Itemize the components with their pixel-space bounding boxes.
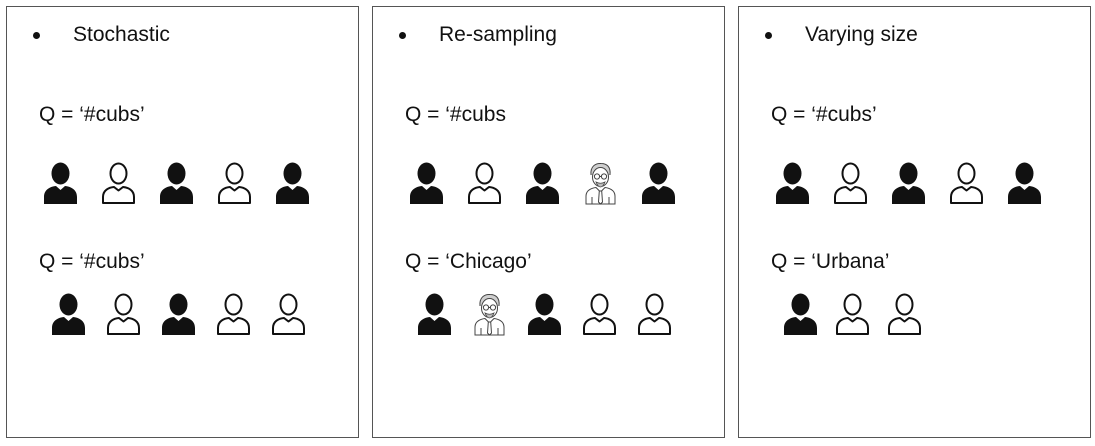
person-outline-icon (270, 292, 307, 336)
bullet-icon (399, 31, 406, 39)
person-filled-icon (524, 161, 561, 205)
query-label: Q = ‘#cubs’ (39, 103, 145, 126)
user-row (416, 292, 691, 336)
person-filled-icon (42, 161, 79, 205)
person-outline-icon (466, 161, 503, 205)
panel-varying-size: Varying size Q = ‘#cubs’ Q = ‘Urbana’ (738, 6, 1091, 438)
user-row (50, 292, 325, 336)
panel-title: Re-sampling (439, 23, 557, 46)
man-with-glasses-icon (471, 292, 508, 336)
person-filled-icon (774, 161, 811, 205)
query-label: Q = ‘#cubs (405, 103, 506, 126)
person-outline-icon (581, 292, 618, 336)
user-row (782, 292, 938, 336)
person-outline-icon (886, 292, 923, 336)
person-filled-icon (408, 161, 445, 205)
person-filled-icon (50, 292, 87, 336)
person-filled-icon (158, 161, 195, 205)
person-outline-icon (216, 161, 253, 205)
person-outline-icon (215, 292, 252, 336)
query-label: Q = ‘Chicago’ (405, 250, 532, 273)
person-filled-icon (782, 292, 819, 336)
panel-header: Varying size (765, 23, 918, 47)
person-filled-icon (890, 161, 927, 205)
panel-header: Stochastic (33, 23, 170, 47)
panel-header: Re-sampling (399, 23, 557, 47)
person-outline-icon (100, 161, 137, 205)
person-filled-icon (640, 161, 677, 205)
person-outline-icon (636, 292, 673, 336)
panel-re-sampling: Re-sampling Q = ‘#cubs Q = ‘Chicago’ (372, 6, 725, 438)
person-filled-icon (160, 292, 197, 336)
person-outline-icon (834, 292, 871, 336)
man-with-glasses-icon (582, 161, 619, 205)
panel-stochastic: Stochastic Q = ‘#cubs’ Q = ‘#cubs’ (6, 6, 359, 438)
user-row (408, 161, 698, 205)
panel-title: Varying size (805, 23, 918, 46)
bullet-icon (33, 31, 40, 39)
person-outline-icon (832, 161, 869, 205)
user-row (774, 161, 1064, 205)
panel-title: Stochastic (73, 23, 170, 46)
query-label: Q = ‘#cubs’ (39, 250, 145, 273)
query-label: Q = ‘#cubs’ (771, 103, 877, 126)
person-outline-icon (948, 161, 985, 205)
query-label: Q = ‘Urbana’ (771, 250, 890, 273)
person-outline-icon (105, 292, 142, 336)
person-filled-icon (274, 161, 311, 205)
person-filled-icon (526, 292, 563, 336)
person-filled-icon (1006, 161, 1043, 205)
user-row (42, 161, 332, 205)
person-filled-icon (416, 292, 453, 336)
bullet-icon (765, 31, 772, 39)
